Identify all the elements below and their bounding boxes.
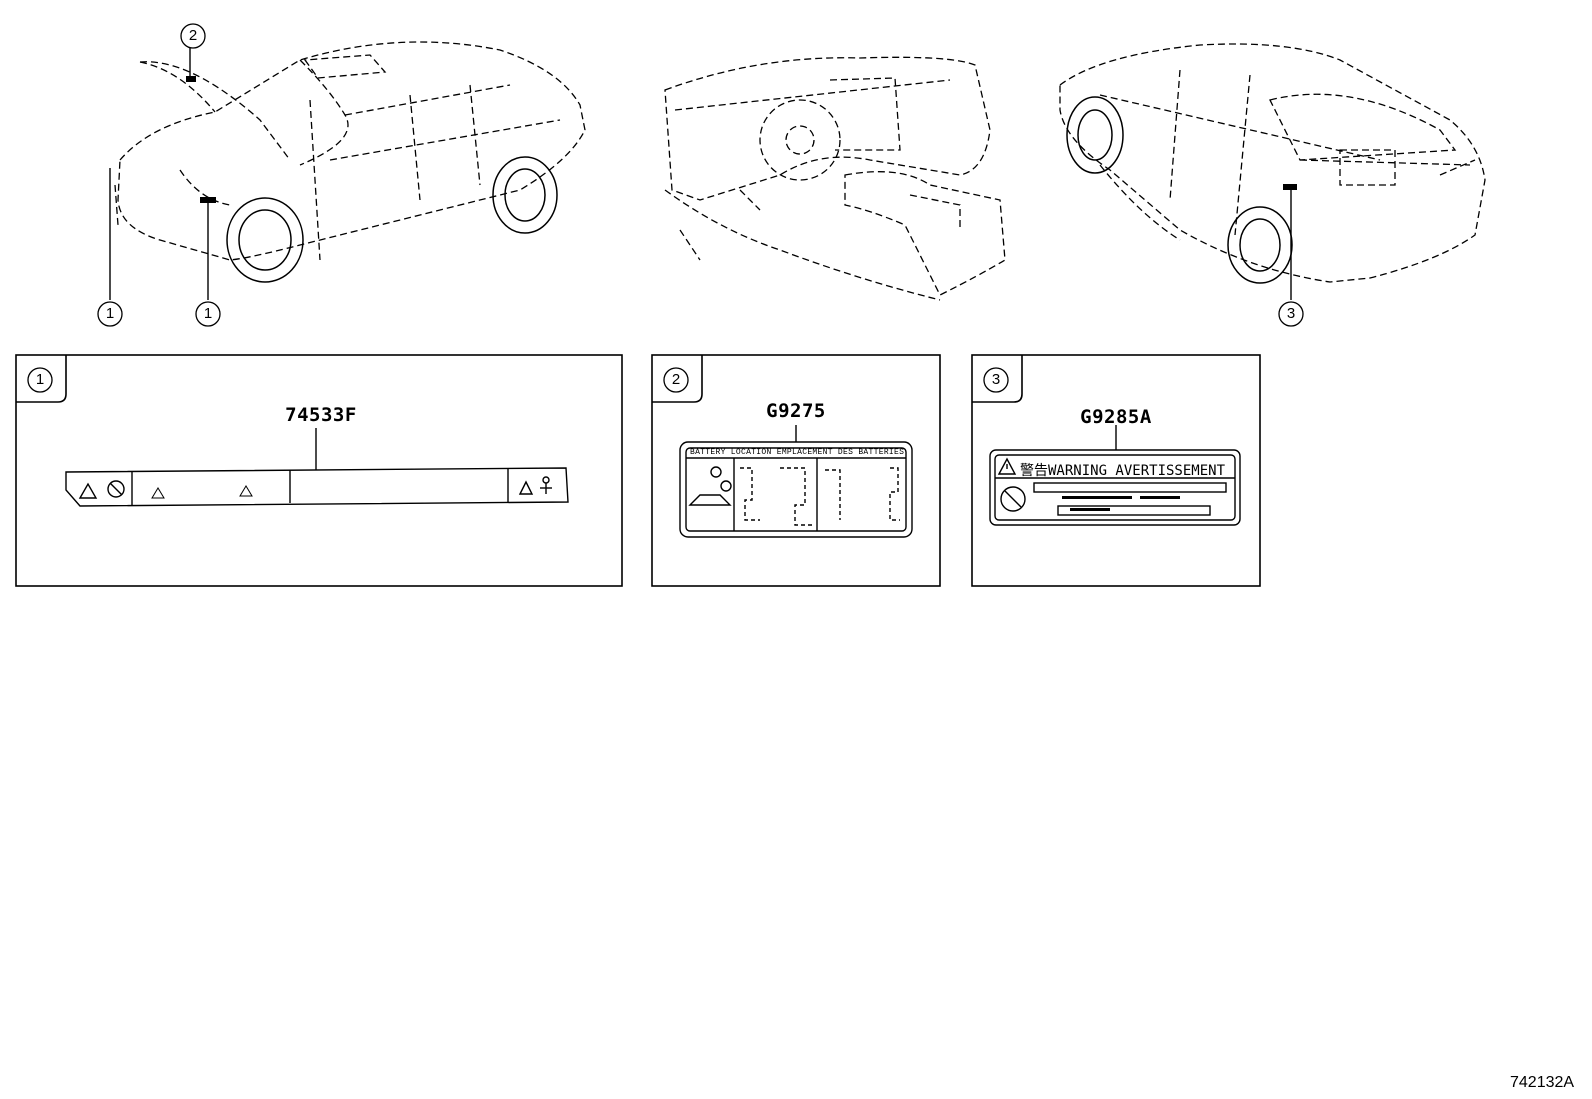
panel-number: 3 bbox=[991, 371, 1001, 388]
rear-car-illustration bbox=[1059, 43, 1486, 283]
callout-number: 1 bbox=[203, 305, 213, 322]
label-G9285A-drawing bbox=[989, 425, 1241, 526]
warning-kanji: 警告 bbox=[1020, 463, 1048, 479]
warning-label-text: 警告WARNING AVERTISSEMENT bbox=[1020, 460, 1225, 480]
part-number-G9285A: G9285A bbox=[1080, 406, 1152, 428]
panel-number: 1 bbox=[35, 371, 45, 388]
callout-number: 2 bbox=[188, 27, 198, 44]
panel-number: 2 bbox=[671, 371, 681, 388]
part-number-74533F: 74533F bbox=[285, 404, 357, 426]
label-location-marker bbox=[1283, 184, 1297, 190]
callout-number: 3 bbox=[1286, 305, 1296, 322]
warning-words: WARNING AVERTISSEMENT bbox=[1048, 463, 1226, 479]
front-car-illustration bbox=[114, 41, 586, 261]
label-location-marker bbox=[200, 197, 216, 203]
figure-code: 742132A bbox=[1510, 1074, 1575, 1091]
callout-number: 1 bbox=[105, 305, 115, 322]
part-number-G9275: G9275 bbox=[766, 400, 826, 422]
interior-illustration bbox=[664, 56, 1006, 301]
battery-label-header: BATTERY LOCATION EMPLACEMENT DES BATTERI… bbox=[690, 448, 905, 457]
vehicle-illustrations bbox=[97, 23, 1486, 327]
label-location-marker bbox=[186, 76, 196, 82]
panel-frames bbox=[15, 354, 1261, 587]
label-G9275-drawing bbox=[679, 425, 913, 538]
label-74533F-drawing bbox=[65, 428, 569, 507]
